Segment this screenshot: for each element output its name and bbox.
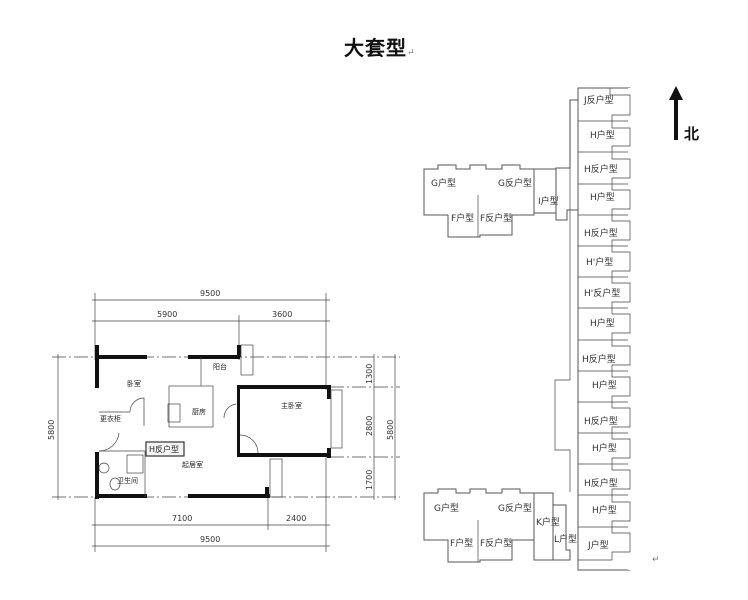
unit-label-column: H反户型 bbox=[584, 477, 618, 489]
dim-right-3: 1700 bbox=[365, 470, 374, 490]
unit-label-k: K户型 bbox=[536, 516, 560, 528]
dim-right-2: 2800 bbox=[365, 416, 374, 436]
unit-label-column: H户型 bbox=[592, 504, 617, 516]
unit-label-top-i: I户型 bbox=[538, 195, 559, 207]
title-text: 大套型 bbox=[344, 36, 407, 60]
dim-bottom-total: 9500 bbox=[200, 535, 220, 544]
unit-label-column: H反户型 bbox=[584, 415, 618, 427]
unit-label-column: H'反户型 bbox=[584, 287, 620, 299]
unit-label-column: H户型 bbox=[590, 129, 615, 141]
unit-label-column: H反户型 bbox=[584, 163, 618, 175]
north-arrow-icon bbox=[669, 86, 683, 140]
unit-label-top-g: G户型 bbox=[431, 177, 456, 189]
dim-bottom-left: 7100 bbox=[172, 514, 192, 523]
unit-label-bottom-g: G户型 bbox=[434, 502, 459, 514]
dim-bottom-right: 2400 bbox=[286, 514, 306, 523]
dim-right-1: 1300 bbox=[365, 364, 374, 384]
unit-label-column: H反户型 bbox=[584, 227, 618, 239]
unit-label-l: L户型 bbox=[554, 533, 577, 545]
unit-label-bottom-g-rev: G反户型 bbox=[498, 502, 532, 514]
unit-label-column: H户型 bbox=[592, 442, 617, 454]
room-master-bedroom: 主卧室 bbox=[281, 401, 302, 410]
room-balcony: 阳台 bbox=[213, 362, 227, 371]
unit-label-top-g-rev: G反户型 bbox=[498, 177, 532, 189]
unit-label-top-f-rev: F反户型 bbox=[480, 212, 512, 224]
unit-badge-text: H反户型 bbox=[149, 444, 179, 454]
site-plan: G户型 G反户型 F户型 F反户型 I户型 G户型 G反户型 F户型 F反户型 … bbox=[423, 87, 660, 571]
unit-label-bottom-f-rev: F反户型 bbox=[480, 537, 512, 549]
unit-label-bottom-f: F户型 bbox=[450, 537, 473, 549]
unit-label-column: J户型 bbox=[587, 539, 609, 551]
dim-right-total: 5800 bbox=[386, 420, 395, 440]
unit-label-column: H'户型 bbox=[586, 256, 613, 268]
floor-plan: 9500 5900 3600 7100 2400 9500 5800 1300 … bbox=[47, 289, 400, 552]
north-label: 北 bbox=[684, 125, 699, 143]
dim-left-total: 5800 bbox=[47, 420, 56, 440]
unit-label-column: H户型 bbox=[590, 191, 615, 203]
room-bathroom: 卫生间 bbox=[117, 476, 138, 485]
unit-label-top-f: F户型 bbox=[451, 212, 474, 224]
unit-label-column: J反户型 bbox=[583, 94, 614, 106]
unit-badge bbox=[145, 441, 185, 457]
room-bedroom: 卧室 bbox=[127, 379, 141, 388]
room-living-room: 起居室 bbox=[182, 460, 203, 469]
room-wardrobe: 更衣柜 bbox=[100, 414, 121, 423]
dim-top-total: 9500 bbox=[200, 289, 220, 298]
unit-label-column: H户型 bbox=[590, 317, 615, 329]
dim-top-left: 5900 bbox=[157, 310, 177, 319]
page-title: 大套型↵ bbox=[344, 32, 416, 61]
unit-label-column: H反户型 bbox=[582, 353, 616, 365]
unit-label-column: H户型 bbox=[592, 379, 617, 391]
room-kitchen: 厨房 bbox=[192, 407, 206, 416]
dim-top-right: 3600 bbox=[272, 310, 292, 319]
return-mark: ↵ bbox=[407, 48, 416, 58]
return-mark-bottom: ↵ bbox=[652, 555, 660, 565]
